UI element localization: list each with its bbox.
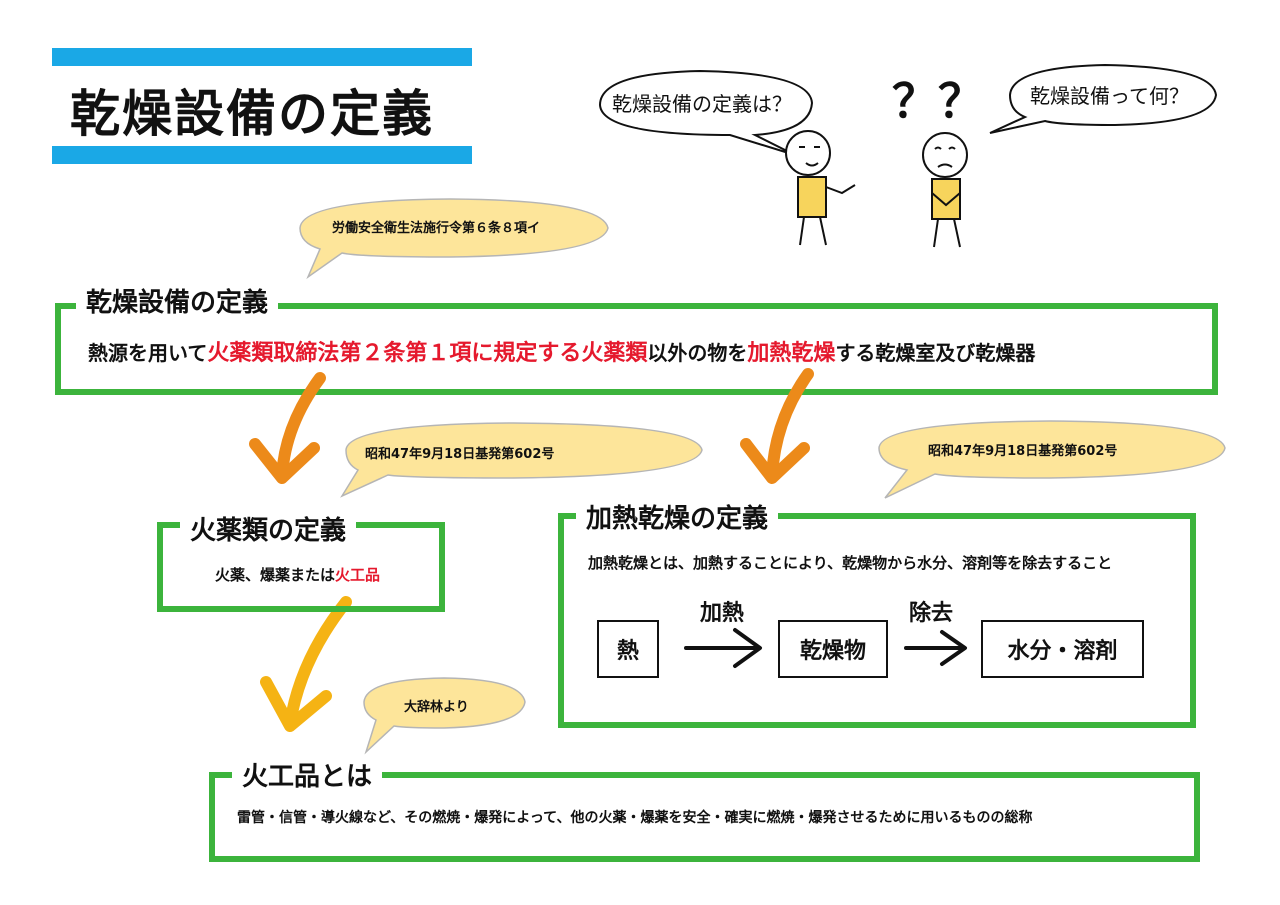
- source-text-4: 大辞林より: [404, 700, 469, 715]
- speech-bubble-right: [989, 63, 1218, 134]
- drying-definition-text: 熱源を用いて火薬類取締法第２条第１項に規定する火薬類以外の物を加熱乾燥する乾燥室…: [88, 335, 1035, 367]
- pyrotechnics-definition-label: 火工品とは: [232, 756, 383, 793]
- flow-box-dried-material: 乾燥物: [778, 620, 888, 678]
- speech-right-text: 乾燥設備って何？: [1030, 84, 1189, 108]
- heating-definition-box: [558, 513, 1196, 728]
- page-title: 乾燥設備の定義: [70, 85, 434, 143]
- characters-illustration: ？？: [598, 63, 1218, 248]
- flow-label-removal: 除去: [909, 601, 954, 626]
- pyrotechnics-definition-box: [209, 772, 1200, 862]
- title-bar-top: [52, 48, 472, 66]
- explosives-definition-label: 火薬類の定義: [180, 510, 357, 547]
- pyrotechnics-definition-text: 雷管・信管・導火線など、その燃焼・爆発によって、他の火薬・爆薬を安全・確実に燃焼…: [237, 810, 1033, 826]
- explosives-definition-text: 火薬、爆薬または火工品: [215, 564, 380, 585]
- source-text-1: 労働安全衛生法施行令第６条８項イ: [332, 221, 541, 236]
- highlight-explosives: 火薬類取締法第２条第１項に規定する火薬類: [207, 341, 648, 366]
- arrow-to-heating: [740, 368, 814, 484]
- heating-definition-label: 加熱乾燥の定義: [576, 498, 779, 535]
- highlight-heat-drying: 加熱乾燥: [747, 341, 836, 366]
- speech-bubble-left: [598, 69, 814, 156]
- drying-definition-box: [55, 303, 1218, 395]
- source-text-3: 昭和47年9月18日基発第602号: [928, 444, 1118, 459]
- text-part: 火薬、爆薬または: [215, 566, 336, 584]
- source-bubble-3: [878, 420, 1226, 499]
- character-right: [922, 132, 968, 248]
- highlight-pyrotechnics: 火工品: [335, 566, 381, 584]
- source-bubble-1: [299, 198, 609, 280]
- source-bubble-4: [363, 677, 526, 755]
- flow-box-water-solvent: 水分・溶剤: [981, 620, 1144, 678]
- speech-left-text: 乾燥設備の定義は？: [612, 92, 792, 116]
- question-marks: ？？: [892, 74, 984, 128]
- character-left: [785, 130, 856, 246]
- drying-definition-label: 乾燥設備の定義: [76, 282, 279, 319]
- arrow-material-to-water: [904, 630, 967, 666]
- heating-definition-text: 加熱乾燥とは、加熱することにより、乾燥物から水分、溶剤等を除去すること: [588, 554, 1113, 572]
- text-part: 熱源を用いて: [88, 341, 208, 365]
- arrow-to-explosives: [249, 372, 326, 484]
- source-bubble-2: [340, 422, 703, 498]
- arrow-heat-to-material: [684, 628, 762, 668]
- flow-label-heating: 加熱: [700, 601, 745, 626]
- flow-box-heat: 熱: [597, 620, 659, 678]
- arrow-to-pyrotechnics: [260, 596, 352, 732]
- title-bar-bottom: [52, 146, 472, 164]
- source-text-2: 昭和47年9月18日基発第602号: [365, 447, 555, 462]
- text-part: する乾燥室及び乾燥器: [835, 341, 1036, 365]
- text-part: 以外の物を: [647, 341, 748, 365]
